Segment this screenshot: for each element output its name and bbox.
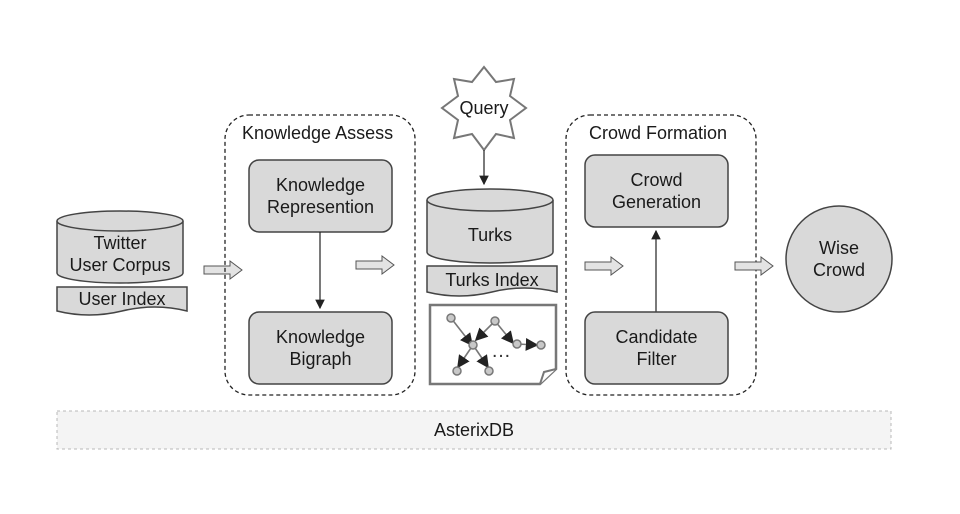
graph-ellipsis: …: [491, 340, 512, 362]
knowledge-bigraph-box: [248, 311, 393, 385]
crowd-formation-group: [565, 114, 757, 396]
knowledge-representation-box: [248, 159, 393, 233]
twitter-corpus-database-icon: [56, 210, 184, 284]
graph-node: [468, 340, 478, 350]
candidate-filter-box: [584, 311, 729, 385]
flow-arrow-4: [734, 256, 774, 276]
turks-database-icon: [426, 188, 554, 264]
user-index-document-icon: [56, 286, 188, 316]
turks-graph-card: [428, 303, 558, 386]
graph-node: [452, 366, 462, 376]
turks-index-document-icon: [426, 265, 558, 297]
flow-arrow-1: [203, 260, 243, 280]
graph-node: [484, 366, 494, 376]
graph-node: [490, 316, 500, 326]
query-star-icon: [440, 65, 528, 152]
graph-node: [446, 313, 456, 323]
graph-node: [536, 340, 546, 350]
wise-crowd-circle: [785, 205, 893, 313]
crowd-generation-box: [584, 154, 729, 228]
crowd-formation-title: Crowd Formation: [589, 123, 728, 143]
flow-arrow-3: [584, 256, 624, 276]
graph-node: [512, 339, 522, 349]
knowledge-assess-group: [224, 114, 416, 396]
asterixdb-panel: [56, 410, 892, 450]
flow-arrow-2: [355, 255, 395, 275]
knowledge-assess-title: Knowledge Assess: [242, 123, 394, 143]
